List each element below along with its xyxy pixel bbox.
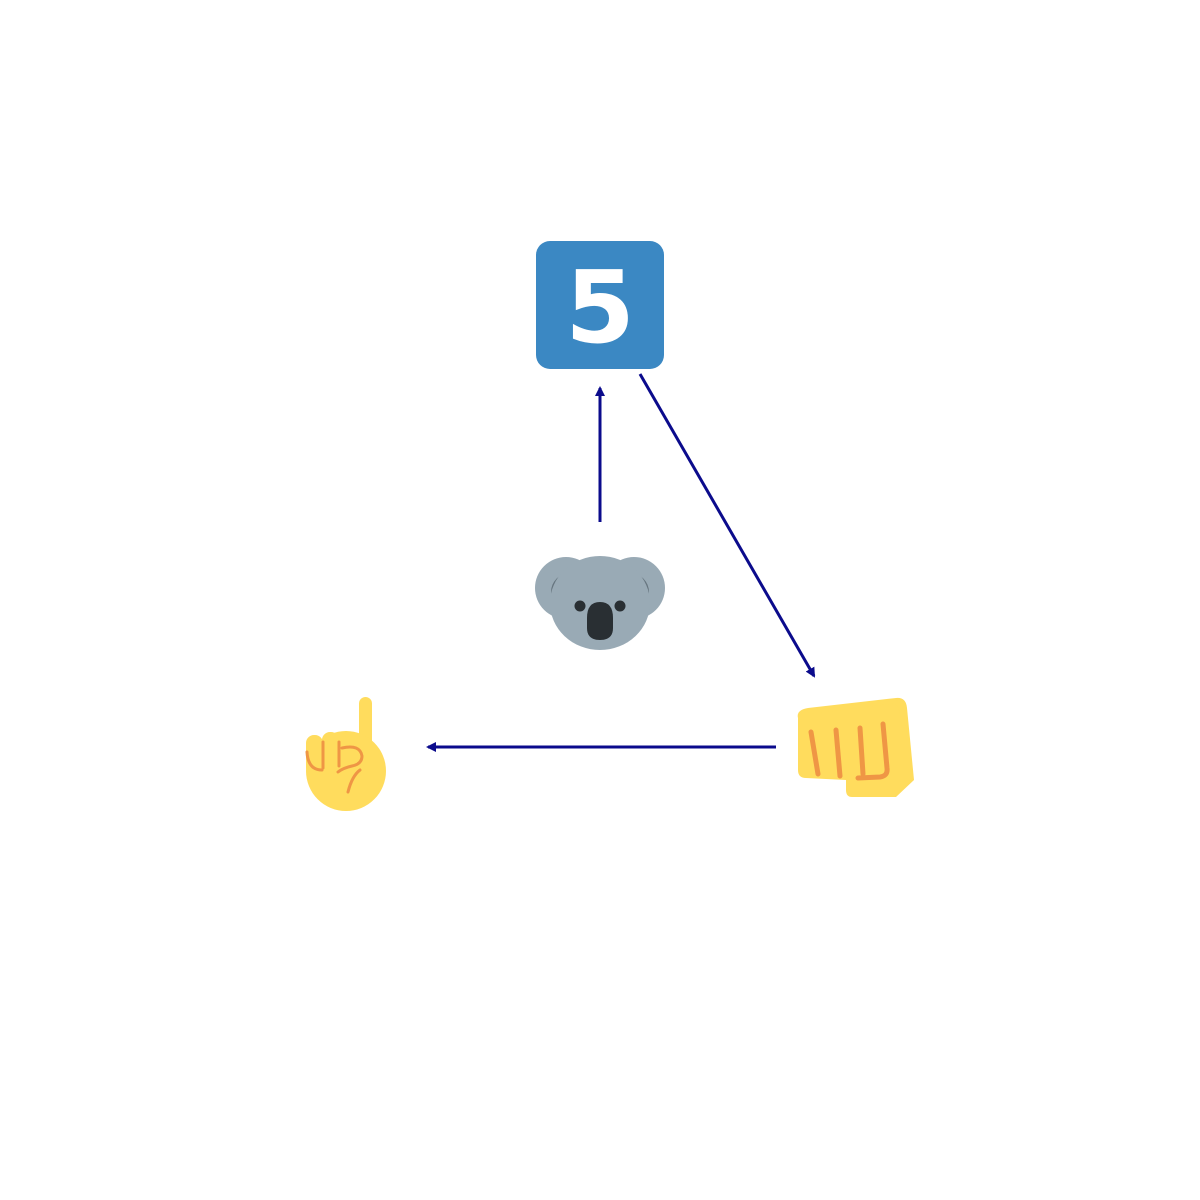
- keycap-5-icon: 5: [536, 241, 664, 369]
- index-pointing-up-icon: [305, 697, 386, 811]
- koala-icon: [535, 556, 665, 650]
- oncoming-fist-icon: [797, 697, 914, 797]
- keycap-label: 5: [565, 249, 635, 366]
- edges: [426, 373, 816, 752]
- edge-keycap-to-fist: [638, 373, 816, 678]
